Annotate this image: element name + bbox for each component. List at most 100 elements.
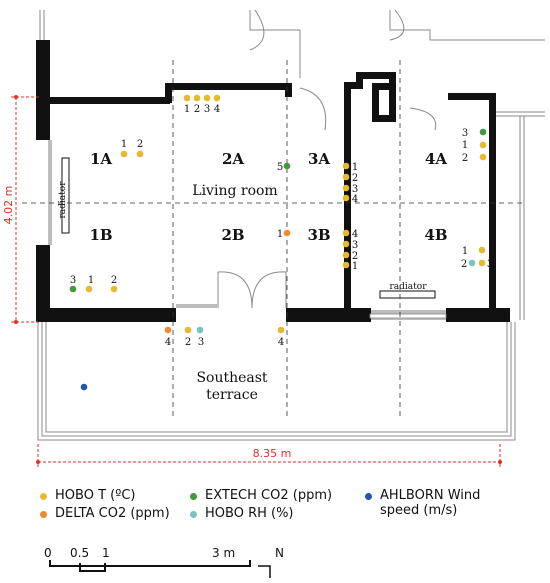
legend-label-line2: speed (m/s) xyxy=(380,503,458,518)
legend-extech-co2: EXTECH CO2 (ppm) xyxy=(190,488,332,503)
legend-label: DELTA CO2 (ppm) xyxy=(55,506,170,521)
sensor-hobo-t xyxy=(342,240,350,248)
scale-labels: 0 0.5 1 3 m xyxy=(40,546,300,576)
zone-label-1a: 1A xyxy=(90,150,112,168)
scale-bar xyxy=(49,560,251,572)
sensor-hobo-t xyxy=(213,94,221,102)
zone-label-1b: 1B xyxy=(89,226,112,244)
sensor-number: 2 xyxy=(352,251,358,262)
sensor-hobo-rh xyxy=(468,259,476,267)
sensor-extech-co2 xyxy=(283,162,291,170)
terrace-label-line2: terrace xyxy=(206,387,258,403)
radiator-label-south: radiator xyxy=(389,282,427,292)
sensor-number: 2 xyxy=(352,173,358,184)
sensor-number: 1 xyxy=(277,229,283,240)
sensor-number: 3 xyxy=(462,128,468,139)
height-dimension-label: 4.02 m xyxy=(2,186,15,225)
sensor-number: 4 xyxy=(214,104,220,115)
zone-label-4b: 4B xyxy=(424,226,447,244)
legend-hobo-t: HOBO T (ºC) xyxy=(40,488,135,503)
terrace-label-line1: Southeast xyxy=(196,370,267,386)
sensor-number: 2 xyxy=(461,259,467,270)
window-sill xyxy=(369,313,447,319)
legend-label: HOBO T (ºC) xyxy=(55,488,136,503)
sensor-number: 5 xyxy=(277,162,283,173)
sensor-hobo-t xyxy=(120,150,128,158)
sensor-number: 2 xyxy=(185,337,191,348)
sensor-hobo-rh xyxy=(196,326,204,334)
zone-label-2b: 2B xyxy=(221,226,244,244)
sensor-hobo-t xyxy=(342,261,350,269)
sensor-number: 1 xyxy=(462,140,468,151)
sensor-hobo-t xyxy=(478,246,486,254)
radiator-west xyxy=(61,157,70,234)
delta-co2-sensors xyxy=(164,229,291,334)
scale-label-0: 0 xyxy=(44,546,52,560)
sensor-number: 3 xyxy=(198,337,204,348)
legend-label: EXTECH CO2 (ppm) xyxy=(205,488,333,503)
sensor-hobo-t xyxy=(277,326,285,334)
sensor-number: 3 xyxy=(352,240,358,251)
zone-grid xyxy=(22,60,525,420)
sensor-numbers: 1 2 1 2 3 4 5 1 2 3 4 1 4 3 2 1 3 1 2 1 … xyxy=(70,104,493,348)
sensor-number: 1 xyxy=(121,139,127,150)
sensor-number: 2 xyxy=(194,104,200,115)
radiator-label-west: radiator xyxy=(58,181,68,219)
legend-dot-icon xyxy=(190,493,197,500)
sensor-number: 2 xyxy=(137,139,143,150)
sensor-hobo-t xyxy=(85,285,93,293)
sensor-hobo-t xyxy=(342,229,350,237)
hobo-t-sensors xyxy=(85,94,487,334)
legend-hobo-rh: HOBO RH (%) xyxy=(190,506,294,521)
sensor-number: 3 xyxy=(352,184,358,195)
living-room-label: Living room xyxy=(192,183,277,199)
scale-label-3: 3 m xyxy=(212,546,236,560)
sensor-number: 1 xyxy=(352,261,358,272)
sensor-hobo-t xyxy=(342,173,350,181)
radiator-south xyxy=(379,290,436,299)
sensor-number: 1 xyxy=(352,162,358,173)
legend-label-line1: AHLBORN Wind xyxy=(380,488,481,503)
legend-dot-icon xyxy=(365,493,372,500)
sensor-hobo-t xyxy=(110,285,118,293)
north-arrow-icon xyxy=(258,565,271,578)
sensor-number: 2 xyxy=(111,275,117,286)
sensor-hobo-t xyxy=(478,259,486,267)
sensor-hobo-t xyxy=(342,194,350,202)
north-label: N xyxy=(275,546,284,560)
legend-label: AHLBORN Wind speed (m/s) xyxy=(380,488,480,518)
sensor-hobo-t xyxy=(342,162,350,170)
zone-label-2a: 2A xyxy=(222,150,244,168)
sensor-delta-co2 xyxy=(164,326,172,334)
legend-label: HOBO RH (%) xyxy=(205,506,294,521)
sensor-hobo-t xyxy=(184,326,192,334)
zone-label-4a: 4A xyxy=(425,150,447,168)
sensor-number: 3 xyxy=(204,104,210,115)
sensor-extech-co2 xyxy=(69,285,77,293)
sensor-number: 1 xyxy=(462,246,468,257)
sensor-number: 3 xyxy=(487,259,493,270)
legend-delta-co2: DELTA CO2 (ppm) xyxy=(40,506,170,521)
sensor-hobo-t xyxy=(183,94,191,102)
hobo-rh-sensors xyxy=(196,259,476,334)
extech-co2-sensors xyxy=(69,128,487,293)
width-dimension-label: 8.35 m xyxy=(253,447,292,460)
sensor-hobo-t xyxy=(136,150,144,158)
scale-label-1: 1 xyxy=(102,546,110,560)
sensor-hobo-t xyxy=(479,141,487,149)
context-walls xyxy=(37,9,545,441)
legend-dot-icon xyxy=(40,493,47,500)
legend-dot-icon xyxy=(40,511,47,518)
legend-dot-icon xyxy=(190,511,197,518)
sensor-ahlborn-wind xyxy=(80,383,88,391)
scale-label-05: 0.5 xyxy=(70,546,90,560)
sensor-number: 1 xyxy=(184,104,190,115)
zone-label-3a: 3A xyxy=(308,150,330,168)
sensor-hobo-t xyxy=(342,251,350,259)
sensor-number: 4 xyxy=(165,337,171,348)
radiators xyxy=(61,157,436,299)
sensor-number: 4 xyxy=(278,337,284,348)
sensor-hobo-t xyxy=(193,94,201,102)
walls xyxy=(36,40,510,322)
